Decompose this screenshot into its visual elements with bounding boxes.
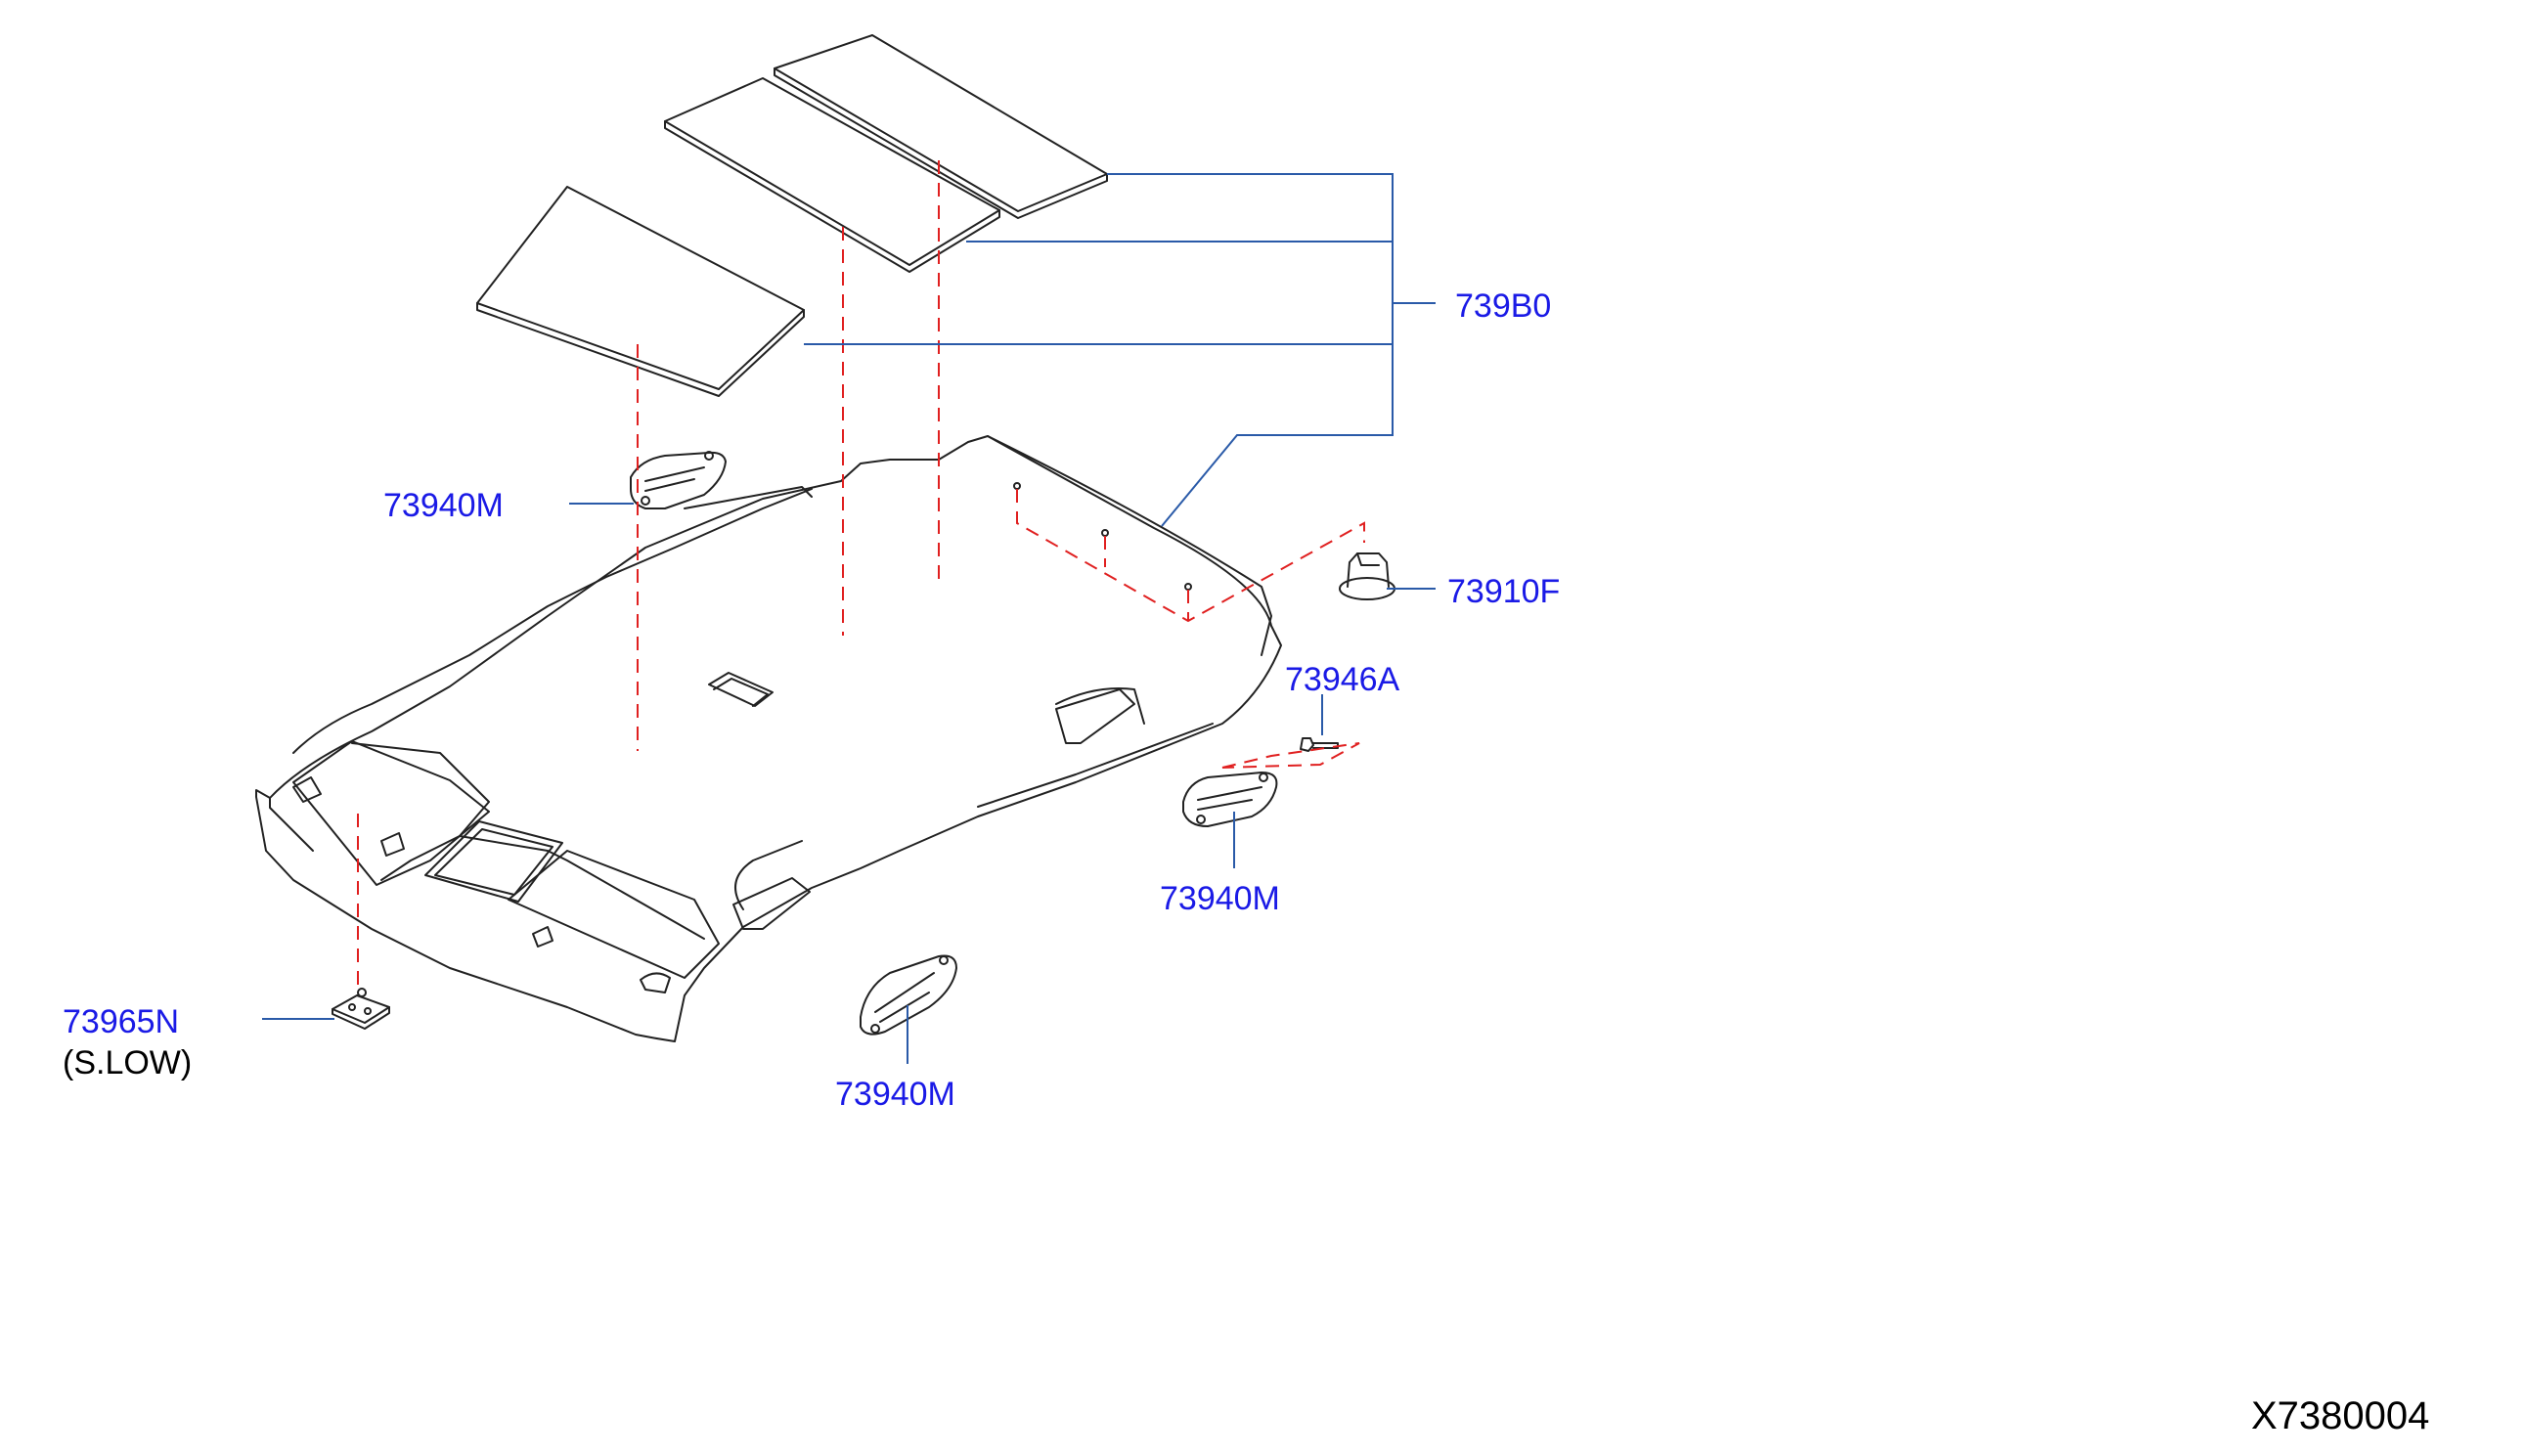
vanity-cutout-left bbox=[508, 850, 720, 979]
label-73946A[interactable]: 73946A bbox=[1285, 661, 1400, 698]
label-73940M-top[interactable]: 73940M bbox=[383, 487, 504, 524]
clip-part bbox=[1339, 552, 1395, 600]
leader-lines bbox=[262, 173, 1436, 1064]
roof-pad-2 bbox=[664, 77, 1000, 273]
label-73965N[interactable]: 73965N bbox=[63, 1003, 180, 1040]
grip-mount-rear bbox=[1055, 688, 1135, 744]
assist-grip-bottom bbox=[860, 954, 957, 1036]
sunroof-opening bbox=[424, 820, 563, 903]
alignment-lines bbox=[357, 160, 1365, 990]
label-73940M-right[interactable]: 73940M bbox=[1160, 880, 1280, 917]
map-lamp-opening bbox=[708, 672, 774, 707]
grip-mount-side bbox=[732, 877, 811, 930]
roof-pad-3 bbox=[774, 34, 1108, 219]
label-739B0[interactable]: 739B0 bbox=[1455, 287, 1552, 325]
grip-mount-center bbox=[380, 832, 554, 948]
diagram-code: X7380004 bbox=[2251, 1394, 2430, 1437]
grip-mount-left bbox=[292, 776, 322, 803]
label-73910F[interactable]: 73910F bbox=[1447, 573, 1561, 610]
roof-pad-1 bbox=[476, 186, 805, 397]
headliner bbox=[255, 435, 1282, 1042]
assist-grip-right bbox=[1182, 772, 1278, 827]
vanity-cutout-right bbox=[292, 740, 490, 886]
label-73940M-bottom[interactable]: 73940M bbox=[835, 1076, 955, 1113]
grip-mount-front bbox=[640, 972, 671, 993]
holder-part bbox=[332, 988, 390, 1030]
assist-grip-top bbox=[630, 451, 727, 509]
label-73965N-note: (S.LOW) bbox=[63, 1044, 193, 1081]
